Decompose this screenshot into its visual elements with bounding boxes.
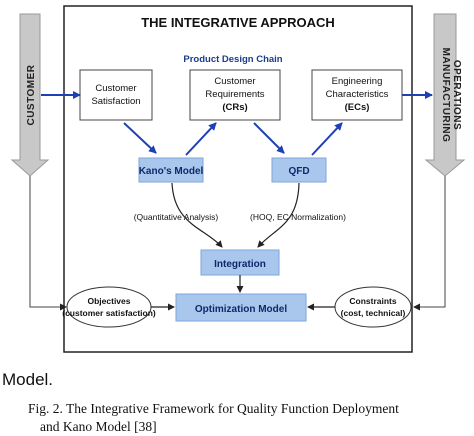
hoq-ec-normalization-note: (HOQ, EC Normalization) xyxy=(250,212,346,222)
arrow-kano-to-requirements xyxy=(185,122,217,156)
engineering-characteristics-line2: Characteristics xyxy=(326,89,389,100)
objectives-line1: Objectives xyxy=(88,296,131,306)
manufacturing-operations-bar: MANUFACTURING OPERATIONS xyxy=(424,13,466,177)
constraints-line1: Constraints xyxy=(349,296,397,306)
customer-satisfaction-line2: Satisfaction xyxy=(91,96,140,107)
customer-requirements-line1: Customer xyxy=(214,76,255,87)
kanos-model-box: Kano's Model xyxy=(138,157,204,183)
product-design-chain-label: Product Design Chain xyxy=(183,54,282,65)
arrow-qfd-to-integration xyxy=(257,182,300,248)
figure-caption: Fig. 2. The Integrative Framework for Qu… xyxy=(28,400,474,436)
arrow-manufacturing-to-constraints xyxy=(413,176,446,311)
caption-line2: and Kano Model [38] xyxy=(40,419,157,434)
customer-bar: CUSTOMER xyxy=(10,13,50,177)
manufacturing-label: MANUFACTURING xyxy=(440,48,451,143)
qfd-box: QFD xyxy=(271,157,327,183)
caption-line1: Fig. 2. The Integrative Framework for Qu… xyxy=(28,401,399,416)
engineering-characteristics-box: Engineering Characteristics (ECs) xyxy=(311,69,403,121)
integration-label: Integration xyxy=(214,259,266,270)
operations-label: OPERATIONS xyxy=(451,60,462,130)
kanos-model-label: Kano's Model xyxy=(139,166,204,177)
model-label: Model. xyxy=(2,370,54,389)
integration-box: Integration xyxy=(200,249,280,276)
arrow-satisfaction-to-kano xyxy=(123,122,157,154)
arrow-requirements-to-qfd xyxy=(253,122,285,154)
customer-bar-label: CUSTOMER xyxy=(26,64,37,125)
optimization-model-label: Optimization Model xyxy=(195,304,287,315)
customer-satisfaction-box: Customer Satisfaction xyxy=(79,69,153,121)
diagram-title: THE INTEGRATIVE APPROACH xyxy=(141,15,335,30)
arrow-customer-to-objectives xyxy=(29,176,67,311)
constraints-ellipse: Constraints (cost, technical) xyxy=(334,286,412,328)
integrative-approach-frame xyxy=(63,5,413,353)
customer-requirements-line3: (CRs) xyxy=(222,102,247,113)
chain-arrows xyxy=(41,91,433,156)
constraints-line2: (cost, technical) xyxy=(341,308,406,318)
objectives-ellipse: Objectives (customer satisfaction) xyxy=(62,286,156,328)
qfd-label: QFD xyxy=(288,166,309,177)
customer-satisfaction-line1: Customer xyxy=(95,83,136,94)
customer-requirements-line2: Requirements xyxy=(205,89,264,100)
optimization-model-box: Optimization Model xyxy=(175,293,307,322)
arrow-kano-to-integration xyxy=(171,182,223,248)
quantitative-analysis-note: (Quantitative Analysis) xyxy=(134,212,219,222)
objectives-line2: (customer satisfaction) xyxy=(62,308,156,318)
engineering-characteristics-line3: (ECs) xyxy=(345,102,370,113)
customer-requirements-box: Customer Requirements (CRs) xyxy=(189,69,281,121)
arrow-qfd-to-engineering xyxy=(311,122,343,156)
engineering-characteristics-line1: Engineering xyxy=(332,76,383,87)
